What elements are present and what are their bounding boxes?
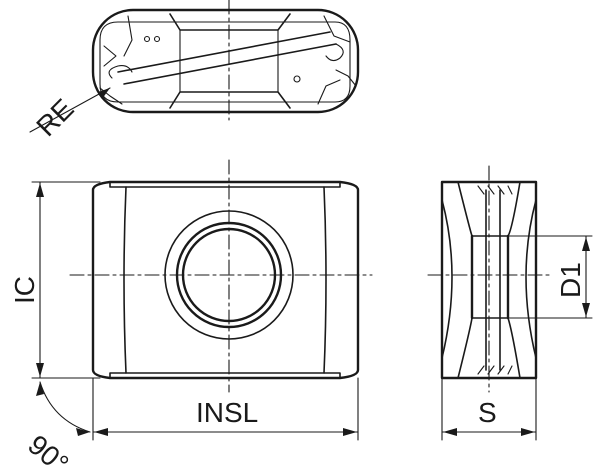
front-right-facet [323, 186, 327, 374]
front-view-outline [91, 180, 360, 380]
re-leader [29, 87, 111, 133]
front-left-facet [123, 186, 127, 374]
s-label: S [478, 397, 497, 428]
dimple-1 [143, 35, 151, 43]
top-view: RE [29, 0, 360, 142]
top-view-outline [91, 8, 360, 114]
d1-label: D1 [555, 262, 586, 298]
front-view: IC INSL 90° [9, 159, 373, 474]
ic-label: IC [9, 276, 40, 304]
top-view-pocket-bottom [169, 91, 291, 109]
re-label: RE [30, 93, 79, 142]
top-view-inner-outline [99, 21, 351, 103]
side-view: D1 S [427, 165, 593, 441]
angle-arc [39, 381, 91, 433]
side-top-profile [457, 181, 521, 237]
top-view-diagonal-2 [123, 43, 337, 85]
angle-label: 90° [22, 429, 74, 474]
top-view-diagonal-1 [117, 31, 331, 73]
dimple-2 [153, 35, 161, 43]
insl-label: INSL [196, 397, 258, 428]
dimple-3 [293, 75, 301, 83]
side-bottom-profile [457, 317, 521, 379]
